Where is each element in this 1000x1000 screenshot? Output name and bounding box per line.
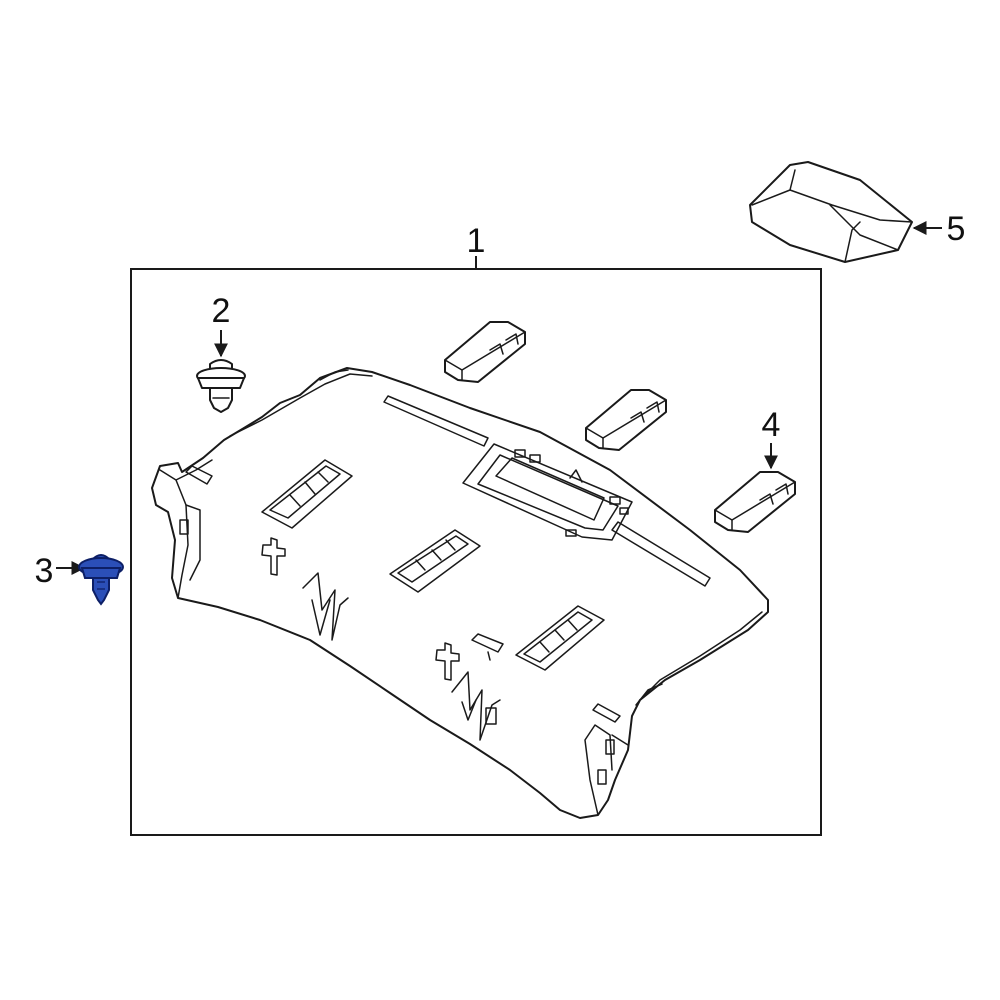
callout-2[interactable]: 2 bbox=[212, 292, 231, 358]
callout-1[interactable]: 1 bbox=[467, 222, 486, 269]
trim-cover-2[interactable] bbox=[585, 389, 667, 451]
package-tray-panel[interactable] bbox=[151, 367, 769, 819]
callout-4[interactable]: 4 bbox=[762, 406, 781, 470]
callout-1-label: 1 bbox=[467, 222, 486, 260]
callout-3-label: 3 bbox=[35, 552, 54, 590]
push-pin-fastener[interactable] bbox=[78, 554, 124, 606]
brake-lamp-cover[interactable] bbox=[749, 161, 913, 263]
callout-3[interactable]: 3 bbox=[35, 552, 86, 590]
trim-cover-3[interactable] bbox=[714, 471, 796, 533]
callout-2-label: 2 bbox=[212, 292, 231, 330]
retainer-clip[interactable] bbox=[196, 359, 246, 413]
callout-5-label: 5 bbox=[947, 210, 966, 248]
callout-5[interactable]: 5 bbox=[912, 210, 966, 248]
callout-4-label: 4 bbox=[762, 406, 781, 444]
trim-cover-1[interactable] bbox=[444, 321, 526, 383]
